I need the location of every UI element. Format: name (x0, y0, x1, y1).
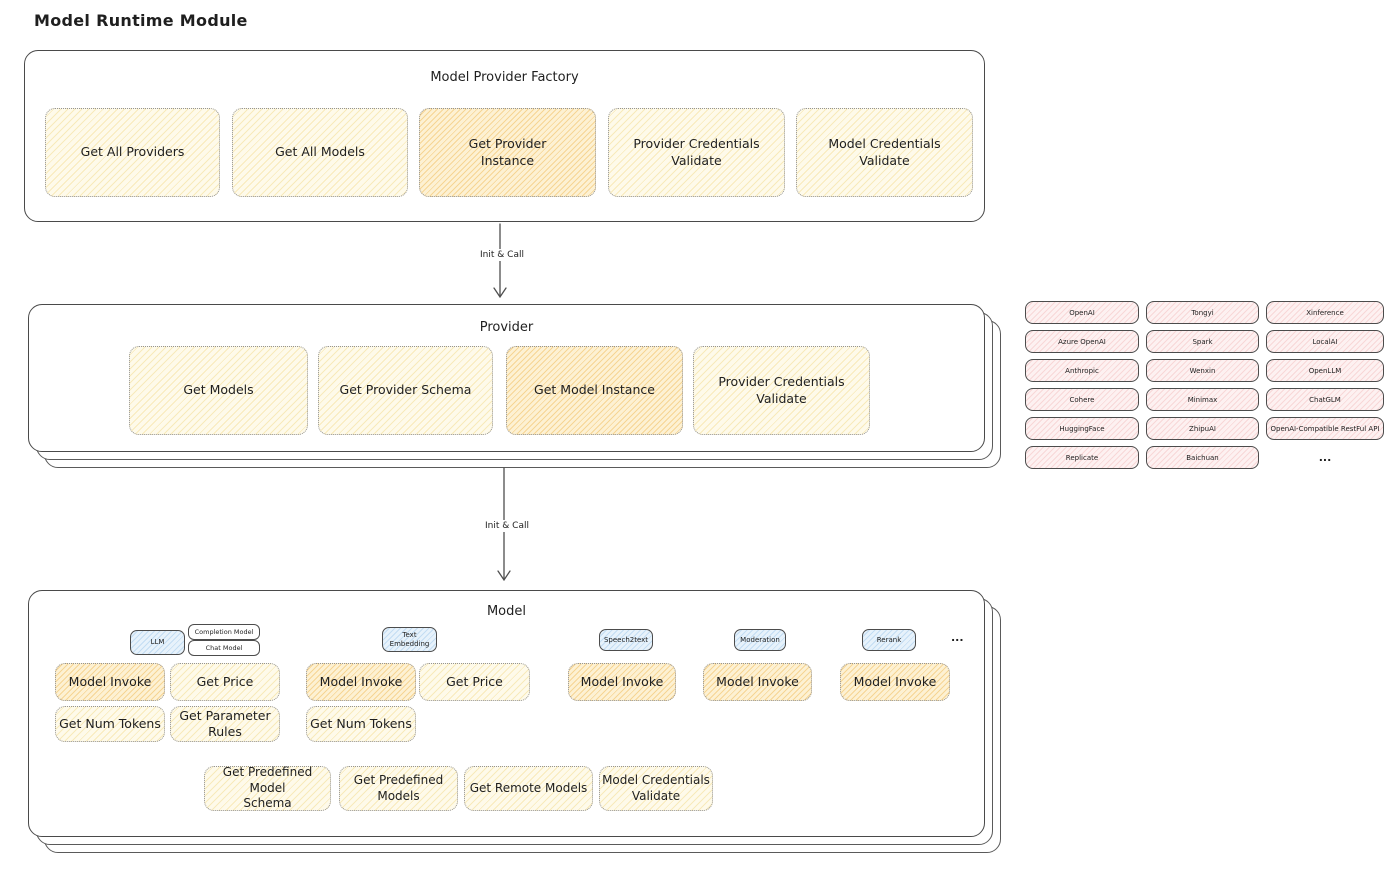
provider-item-baichuan: Baichuan (1146, 446, 1259, 469)
factory-box-get-provider-instance: Get Provider Instance (419, 108, 596, 197)
op-get-parameter-rules-llm: Get Parameter Rules (170, 706, 280, 742)
provider-item-zhipuai: ZhipuAI (1146, 417, 1259, 440)
provider-box-get-model-instance: Get Model Instance (506, 346, 683, 435)
provider-list-more-ellipsis: ... (1318, 451, 1332, 464)
provider-item-huggingface: HuggingFace (1025, 417, 1139, 440)
op-get-price-llm: Get Price (170, 663, 280, 701)
common-box-get-predefined-models: Get Predefined Models (339, 766, 458, 811)
op-model-invoke-rerank: Model Invoke (840, 663, 950, 701)
factory-box-model-credentials-validate: Model Credentials Validate (796, 108, 973, 197)
tab-llm: LLM (130, 630, 185, 655)
tab-completion-model: Completion Model (188, 624, 260, 640)
provider-item-wenxin: Wenxin (1146, 359, 1259, 382)
provider-item-openai-compatible: OpenAI-Compatible RestFul API (1266, 417, 1384, 440)
op-get-num-tokens-text-embedding: Get Num Tokens (306, 706, 416, 742)
provider-item-tongyi: Tongyi (1146, 301, 1259, 324)
provider-title: Provider (479, 320, 534, 335)
tab-rerank: Rerank (862, 629, 916, 651)
provider-section: Provider Get Models Get Provider Schema … (28, 304, 985, 452)
provider-item-replicate: Replicate (1025, 446, 1139, 469)
provider-item-chatglm: ChatGLM (1266, 388, 1384, 411)
tabs-more-ellipsis: ... (951, 631, 964, 644)
tab-speech2text: Speech2text (599, 629, 653, 651)
op-model-invoke-speech2text: Model Invoke (568, 663, 676, 701)
provider-item-minimax: Minimax (1146, 388, 1259, 411)
provider-item-azure-openai: Azure OpenAI (1025, 330, 1139, 353)
model-title: Model (486, 604, 527, 619)
provider-item-spark: Spark (1146, 330, 1259, 353)
init-call-label-2: Init & Call (466, 520, 548, 532)
provider-item-cohere: Cohere (1025, 388, 1139, 411)
provider-box-get-models: Get Models (129, 346, 308, 435)
common-box-get-remote-models: Get Remote Models (464, 766, 593, 811)
tab-text-embedding: Text Embedding (382, 627, 437, 652)
provider-box-provider-credentials-validate: Provider Credentials Validate (693, 346, 870, 435)
tab-chat-model: Chat Model (188, 640, 260, 656)
provider-list-grid: OpenAI Tongyi Xinference Azure OpenAI Sp… (1025, 301, 1384, 469)
provider-item-xinference: Xinference (1266, 301, 1384, 324)
provider-item-openai: OpenAI (1025, 301, 1139, 324)
provider-box-get-provider-schema: Get Provider Schema (318, 346, 493, 435)
op-get-price-text-embedding: Get Price (419, 663, 530, 701)
op-model-invoke-text-embedding: Model Invoke (306, 663, 416, 701)
common-box-model-credentials-validate: Model Credentials Validate (599, 766, 713, 811)
provider-item-localai: LocalAI (1266, 330, 1384, 353)
op-get-num-tokens-llm: Get Num Tokens (55, 706, 165, 742)
factory-title: Model Provider Factory (430, 70, 579, 85)
op-model-invoke-llm: Model Invoke (55, 663, 165, 701)
provider-item-openllm: OpenLLM (1266, 359, 1384, 382)
init-call-arrow-1 (493, 223, 507, 299)
factory-box-get-all-models: Get All Models (232, 108, 408, 197)
page-title: Model Runtime Module (34, 11, 248, 30)
init-call-label-1: Init & Call (461, 249, 543, 261)
factory-section: Model Provider Factory Get All Providers… (24, 50, 985, 222)
tab-moderation: Moderation (734, 629, 786, 651)
provider-item-anthropic: Anthropic (1025, 359, 1139, 382)
model-section: Model LLM Completion Model Chat Model Te… (28, 590, 985, 837)
factory-box-get-all-providers: Get All Providers (45, 108, 220, 197)
common-box-get-predefined-model-schema: Get Predefined Model Schema (204, 765, 331, 811)
op-model-invoke-moderation: Model Invoke (703, 663, 812, 701)
factory-box-provider-credentials-validate: Provider Credentials Validate (608, 108, 785, 197)
